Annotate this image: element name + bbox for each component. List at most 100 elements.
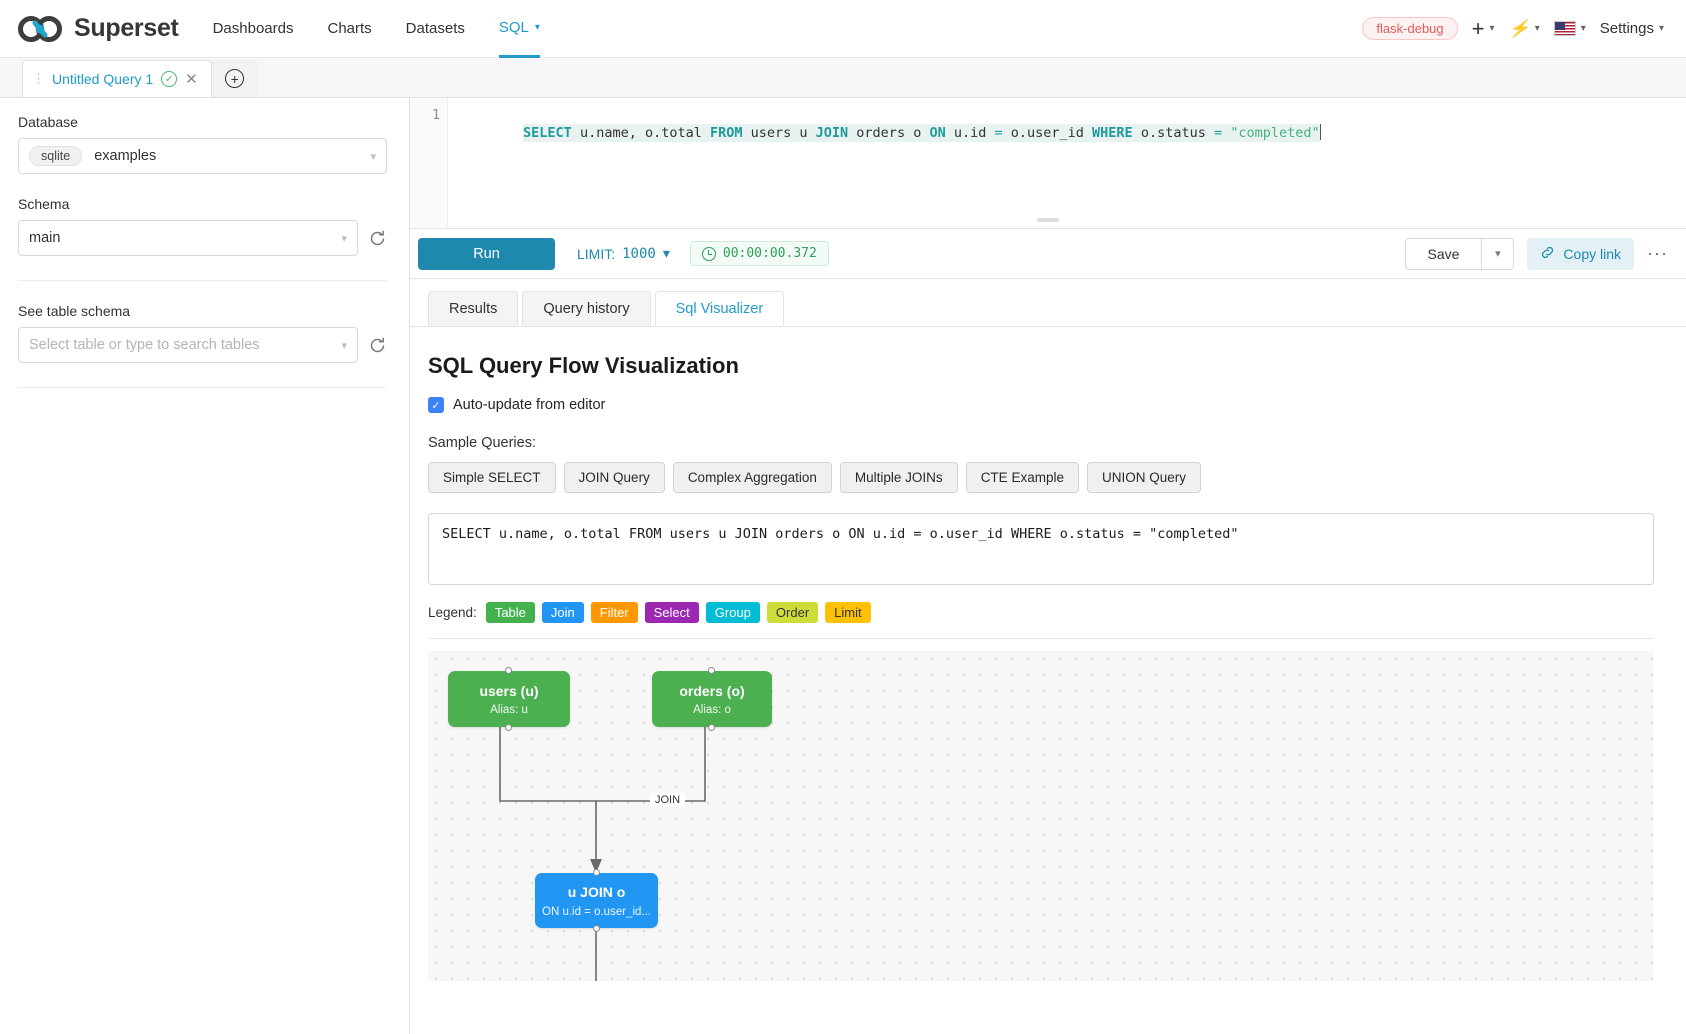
caret-down-icon: ▾: [662, 245, 670, 261]
node-subtitle: ON u.id = o.user_id...: [542, 905, 651, 918]
node-title: users (u): [479, 682, 539, 699]
editor-code-line: SELECT u.name, o.total FROM users u JOIN…: [523, 124, 1320, 142]
tab-results[interactable]: Results: [428, 291, 519, 326]
limit-label: LIMIT:: [577, 245, 616, 262]
more-options-icon[interactable]: ···: [1647, 243, 1668, 263]
sample-cte-example-button[interactable]: CTE Example: [965, 462, 1079, 493]
node-users-table[interactable]: users (u) Alias: u: [448, 667, 570, 731]
editor-code-area[interactable]: SELECT u.name, o.total FROM users u JOIN…: [448, 98, 1686, 228]
refresh-tables-icon[interactable]: [368, 336, 387, 355]
nav-datasets[interactable]: Datasets: [406, 0, 465, 58]
run-button[interactable]: Run: [418, 237, 555, 270]
query-tab-untitled-query-1[interactable]: ⋮ Untitled Query 1 ✓ ✕: [22, 60, 212, 97]
sql-visualizer-panel: SQL Query Flow Visualization ✓ Auto-upda…: [410, 327, 1686, 1034]
database-select[interactable]: sqlite examples ▾: [18, 138, 387, 174]
nav-dashboards-label: Dashboards: [212, 20, 294, 37]
nav-dashboards[interactable]: Dashboards: [213, 0, 294, 58]
table-select[interactable]: Select table or type to search tables ▾: [18, 327, 358, 363]
sample-multiple-joins-button[interactable]: Multiple JOINs: [839, 462, 958, 493]
tab-query-history[interactable]: Query history: [522, 291, 651, 326]
chevron-down-icon: ▾: [1489, 23, 1495, 34]
sql-input-textarea[interactable]: [428, 513, 1654, 585]
chevron-down-icon: ▾: [341, 339, 347, 352]
nav-charts-label: Charts: [327, 20, 372, 37]
right-panel: 1 SELECT u.name, o.total FROM users u JO…: [410, 98, 1686, 1034]
language-menu-button[interactable]: ▾: [1553, 21, 1586, 36]
close-icon[interactable]: ✕: [185, 71, 198, 88]
node-subtitle: Alias: u: [490, 704, 528, 717]
copy-link-label: Copy link: [1563, 245, 1622, 262]
schema-row: main ▾: [18, 220, 387, 256]
caret-down-icon: ▾: [1580, 23, 1586, 34]
chevron-down-icon: ▾: [1534, 23, 1540, 34]
settings-menu-button[interactable]: Settings ▾: [1600, 20, 1664, 37]
sample-queries-label: Sample Queries:: [428, 435, 536, 451]
alerts-menu-button[interactable]: ⚡ ▾: [1509, 19, 1540, 39]
node-port-top: [505, 667, 512, 674]
editor-gutter: 1: [410, 98, 448, 228]
result-tabs-underline: [410, 326, 1686, 327]
toolbar-right-group: Save ▾ Copy link ···: [1404, 237, 1669, 270]
nav-sql[interactable]: SQL ▾: [498, 0, 540, 58]
sample-query-buttons: Simple SELECT JOIN Query Complex Aggrega…: [428, 462, 1654, 493]
table-placeholder: Select table or type to search tables: [29, 337, 260, 353]
legend-badge-order: Order: [766, 602, 819, 623]
table-schema-row: Select table or type to search tables ▾: [18, 327, 387, 363]
auto-update-checkbox[interactable]: ✓: [428, 397, 444, 413]
add-query-tab-button[interactable]: +: [211, 60, 258, 97]
node-port-top: [708, 667, 715, 674]
node-port-bottom: [505, 724, 512, 731]
flow-diagram-canvas[interactable]: users (u) Alias: u orders (o) Alias: o J…: [428, 651, 1654, 981]
sql-editor[interactable]: 1 SELECT u.name, o.total FROM users u JO…: [410, 98, 1686, 229]
database-label: Database: [18, 114, 78, 130]
tab-sql-visualizer[interactable]: Sql Visualizer: [654, 291, 785, 326]
auto-update-row[interactable]: ✓ Auto-update from editor: [428, 397, 1654, 413]
limit-dropdown[interactable]: LIMIT: 1000 ▾: [577, 245, 670, 262]
copy-link-button[interactable]: Copy link: [1527, 237, 1635, 270]
refresh-schema-icon[interactable]: [368, 229, 387, 248]
legend-badge-table: Table: [485, 602, 535, 623]
query-timer: 00:00:00.372: [689, 241, 829, 266]
node-port-bottom: [708, 724, 715, 731]
text-caret: [1319, 124, 1321, 140]
node-orders-table[interactable]: orders (o) Alias: o: [652, 667, 772, 731]
legend-label: Legend:: [428, 605, 477, 620]
query-tab-strip: ⋮ Untitled Query 1 ✓ ✕ +: [0, 58, 1686, 98]
table-schema-label: See table schema: [18, 303, 131, 319]
chevron-down-icon: ▾: [341, 232, 347, 245]
chevron-down-icon: ▾: [370, 150, 376, 163]
schema-select[interactable]: main ▾: [18, 220, 358, 256]
legend-badge-select: Select: [644, 602, 699, 623]
node-title: orders (o): [679, 682, 745, 699]
save-button[interactable]: Save: [1404, 237, 1483, 270]
flask-debug-badge[interactable]: flask-debug: [1362, 17, 1458, 40]
check-circle-icon: ✓: [161, 71, 178, 87]
save-dropdown-button[interactable]: ▾: [1482, 237, 1515, 270]
plus-icon: +: [1471, 15, 1485, 41]
edge-label-join: JOIN: [650, 793, 686, 807]
drag-grip-icon[interactable]: ⋮: [32, 71, 45, 86]
workspace: Database sqlite examples ▾ Schema main ▾…: [0, 98, 1686, 1034]
sample-simple-select-button[interactable]: Simple SELECT: [428, 462, 556, 493]
clock-icon: [701, 246, 716, 261]
brand-logo-group[interactable]: Superset: [18, 14, 179, 43]
schema-value: main: [29, 230, 61, 246]
legend-badge-group: Group: [705, 602, 760, 623]
sample-complex-aggregation-button[interactable]: Complex Aggregation: [672, 462, 832, 493]
node-join-operation[interactable]: u JOIN o ON u.id = o.user_id...: [535, 869, 658, 932]
nav-charts[interactable]: Charts: [327, 0, 371, 58]
sample-union-query-button[interactable]: UNION Query: [1086, 462, 1201, 493]
new-menu-button[interactable]: + ▾: [1471, 15, 1495, 41]
chevron-down-icon: ▾: [1658, 23, 1664, 34]
editor-toolbar: Run LIMIT: 1000 ▾ 00:00:00.372 Save ▾: [410, 218, 1686, 279]
legend: Legend: Table Join Filter Select Group O…: [428, 602, 1654, 623]
legend-badge-join: Join: [541, 602, 584, 623]
schema-label: Schema: [18, 196, 70, 212]
node-port-top: [592, 869, 600, 876]
resize-handle[interactable]: [1037, 218, 1059, 222]
query-tab-label: Untitled Query 1: [52, 71, 154, 87]
settings-label: Settings: [1599, 20, 1654, 37]
limit-value: 1000: [622, 245, 656, 262]
node-title: u JOIN o: [567, 884, 626, 901]
sample-join-query-button[interactable]: JOIN Query: [563, 462, 665, 493]
